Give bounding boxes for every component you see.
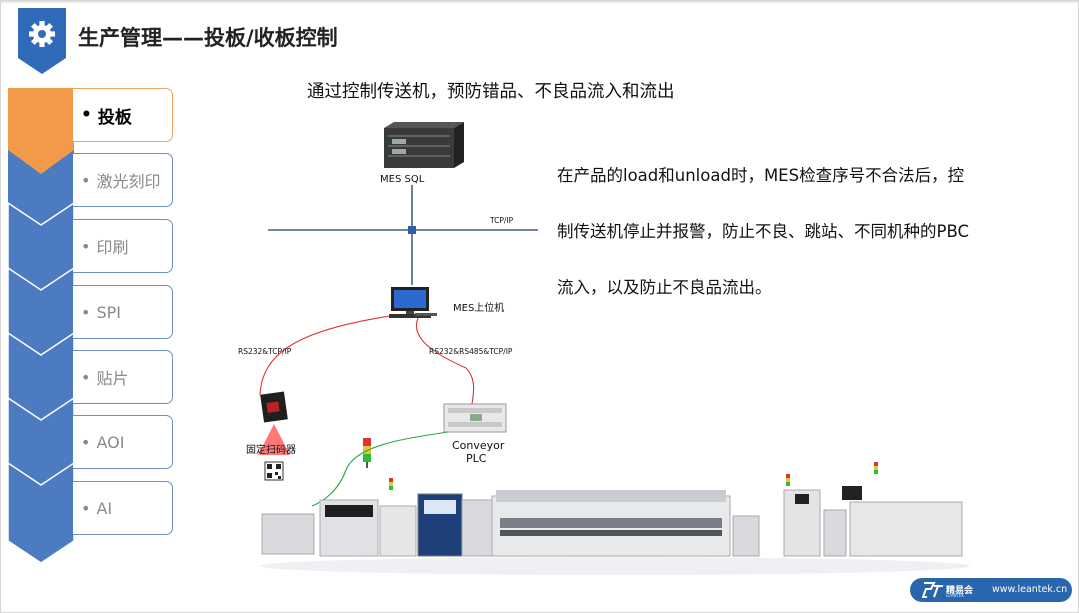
nav-item-label: 投板 — [97, 107, 132, 128]
server-icon — [384, 122, 464, 168]
page-title: 生产管理——投板/收板控制 — [78, 26, 338, 50]
nav-item-label: AOI — [96, 432, 125, 452]
plc-label-line1: Conveyor — [452, 439, 505, 452]
gear-icon — [29, 21, 55, 47]
signal-tower-icon — [363, 438, 371, 468]
nav-item-label: 贴片 — [96, 369, 129, 388]
pc-label: MES上位机 — [453, 303, 505, 314]
line-signal-lights — [389, 462, 878, 490]
nav-item-spi[interactable]: • SPI — [73, 285, 173, 339]
nav-item-label: 激光刻印 — [96, 172, 161, 191]
plc-label-line2: PLC — [466, 452, 487, 465]
nav-item-aoi[interactable]: • AOI — [73, 415, 173, 469]
nav-bullet: • — [81, 432, 91, 452]
nav-item-laser-marking[interactable]: • 激光刻印 — [73, 153, 173, 207]
qr-code-icon — [264, 461, 284, 481]
plc-link-label: RS232&RS485&TCP/IP — [429, 347, 513, 356]
scanner-label: 固定扫码器 — [246, 445, 296, 456]
nav-item-printing[interactable]: • 印刷 — [73, 219, 173, 273]
company-logo-icon — [922, 582, 943, 598]
nav-item-touban[interactable]: • 投板 — [73, 88, 173, 142]
company-url[interactable]: www.leantek.cn — [992, 584, 1068, 595]
plc-link-line — [415, 317, 475, 405]
nav-bullet: • — [81, 498, 91, 518]
nav-item-label: 印刷 — [96, 238, 129, 257]
nav-bullet: • — [81, 236, 91, 256]
scanner-link-line — [259, 315, 391, 396]
company-logo-sub: LEANTEK — [946, 593, 965, 598]
conveyor-link-line — [311, 431, 449, 507]
barcode-scanner-icon — [258, 391, 290, 455]
plc-icon — [443, 403, 507, 433]
nav-bullet: • — [81, 367, 91, 387]
description-block: 在产品的load和unload时，MES检查序号不合法后，控 制传送机停止并报警… — [557, 148, 1017, 316]
nav-item-placement[interactable]: • 贴片 — [73, 350, 173, 404]
smt-production-line — [260, 486, 970, 575]
nav-item-ai[interactable]: • AI — [73, 481, 173, 535]
nav-item-label: SPI — [96, 302, 121, 322]
nav-item-label: AI — [96, 498, 113, 518]
scanner-link-label: RS232&TCP/IP — [238, 347, 292, 356]
description-line: 流入，以及防止不良品流出。 — [557, 278, 772, 297]
header-badge — [18, 8, 66, 74]
server-label: MES SQL — [380, 174, 425, 185]
nav-chevron-spine — [8, 88, 74, 564]
nav-bullet: • — [81, 302, 91, 322]
nav-bullet: • — [81, 105, 92, 125]
description-line: 制传送机停止并报警，防止不良、跳站、不同机种的PBC — [557, 222, 970, 241]
network-node — [408, 226, 416, 234]
top-rule — [0, 0, 1079, 3]
pc-icon — [389, 287, 437, 318]
network-label: TCP/IP — [490, 216, 514, 225]
company-logo-brand: 精易会 — [946, 586, 974, 596]
nav-bullet: • — [81, 170, 91, 190]
slide-subtitle: 通过控制传送机，预防错品、不良品流入和流出 — [307, 82, 675, 102]
description-line: 在产品的load和unload时，MES检查序号不合法后，控 — [557, 166, 965, 185]
